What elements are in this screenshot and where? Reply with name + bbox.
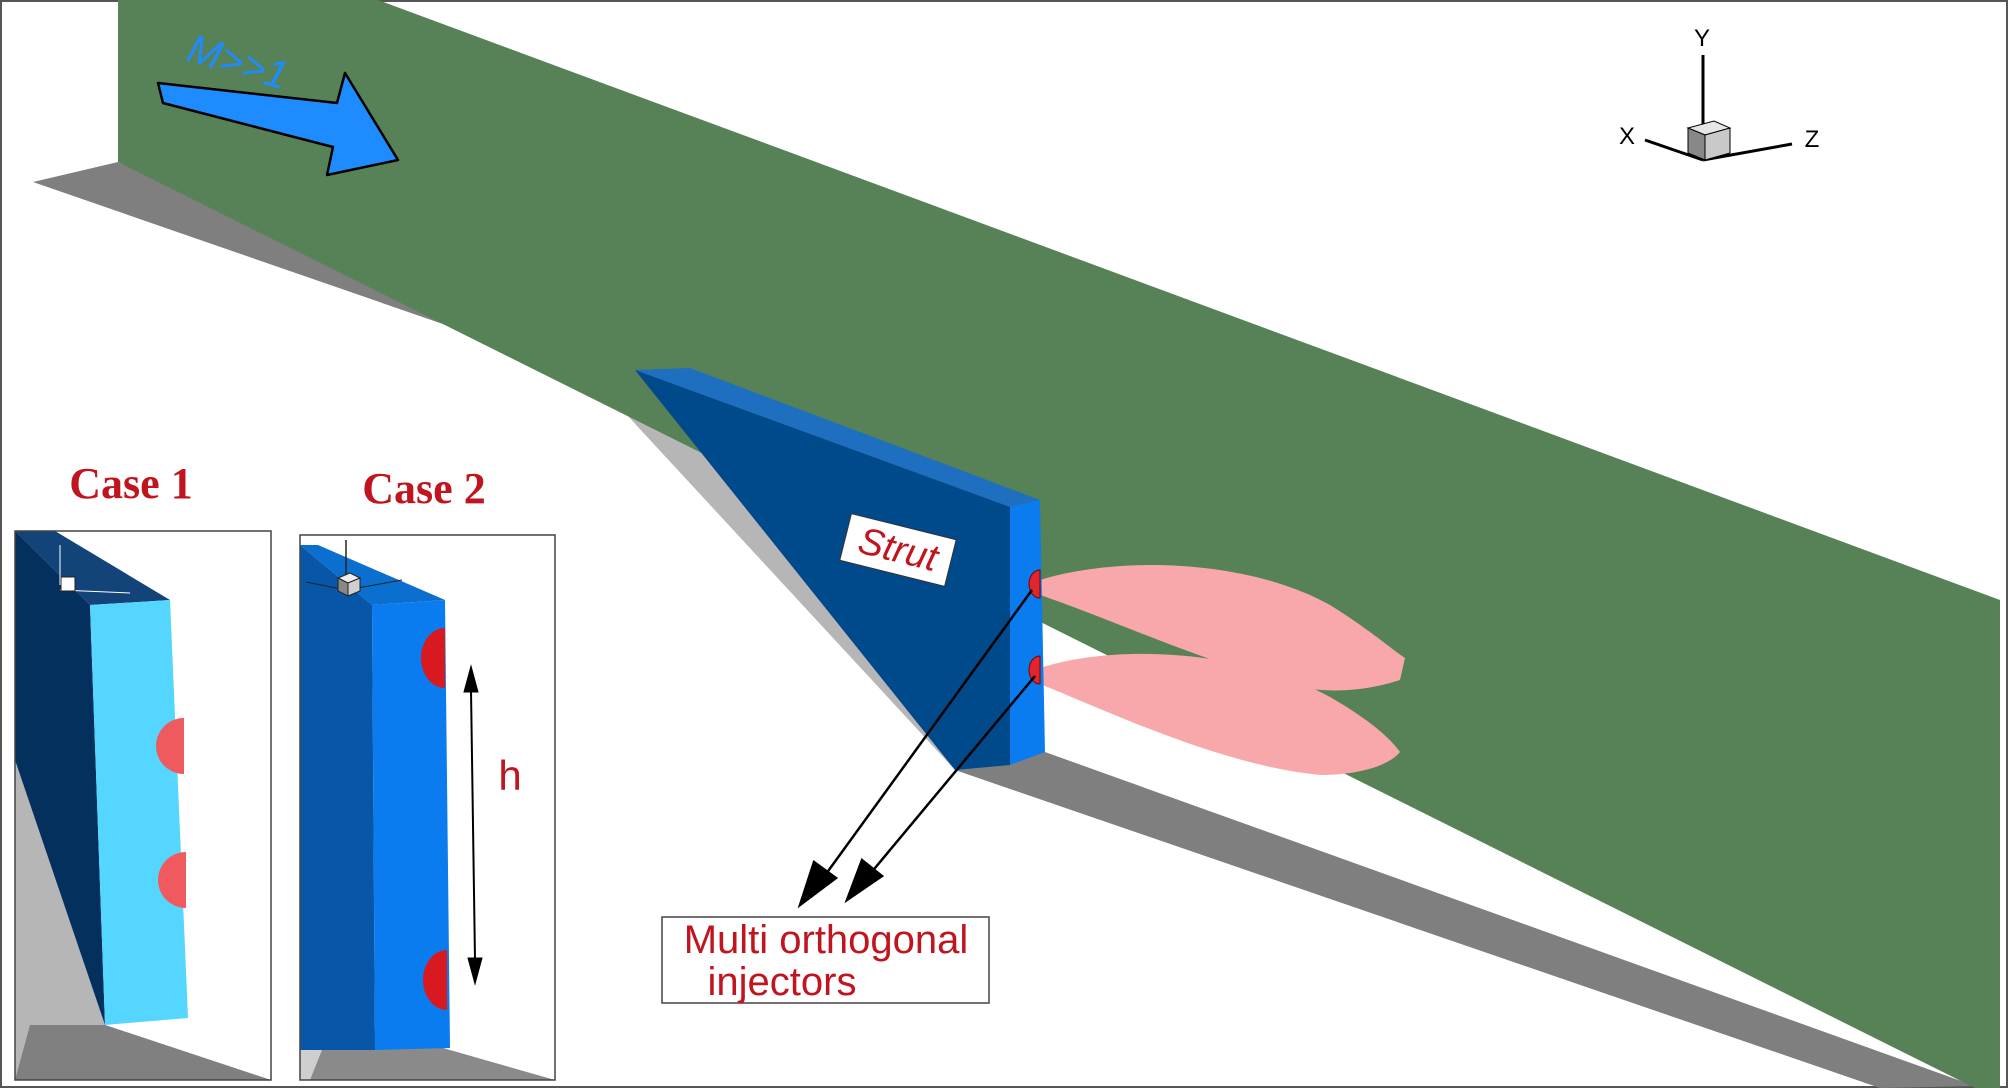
strut-label: Strut bbox=[839, 513, 957, 587]
case1-axis-triad bbox=[59, 545, 131, 594]
injector-callout: Multi orthogonal injectors bbox=[661, 916, 990, 1004]
axis-x-label: X bbox=[1619, 123, 1635, 150]
case2-title: Case 2 bbox=[362, 464, 485, 513]
h-dimension-label: h bbox=[498, 752, 521, 799]
injector-callout-line2: injectors bbox=[708, 960, 857, 1004]
injection-plumes bbox=[1040, 565, 1405, 775]
case2-inset: h bbox=[299, 534, 556, 1081]
case2-axis-triad bbox=[305, 540, 403, 597]
case1-inset bbox=[14, 530, 272, 1081]
strut bbox=[635, 368, 1045, 770]
injector-callout-line1: Multi orthogonal bbox=[684, 918, 969, 962]
axis-y-label: Y bbox=[1694, 25, 1710, 52]
axis-triad: Y X Z bbox=[1619, 25, 1820, 162]
h-dimension-arrow bbox=[463, 664, 483, 986]
case1-title: Case 1 bbox=[69, 459, 192, 508]
axis-z-label: Z bbox=[1805, 126, 1820, 153]
flow-direction-arrow bbox=[156, 71, 400, 177]
side-wall bbox=[118, 0, 2000, 1088]
injector-leader-arrows bbox=[797, 589, 1036, 909]
